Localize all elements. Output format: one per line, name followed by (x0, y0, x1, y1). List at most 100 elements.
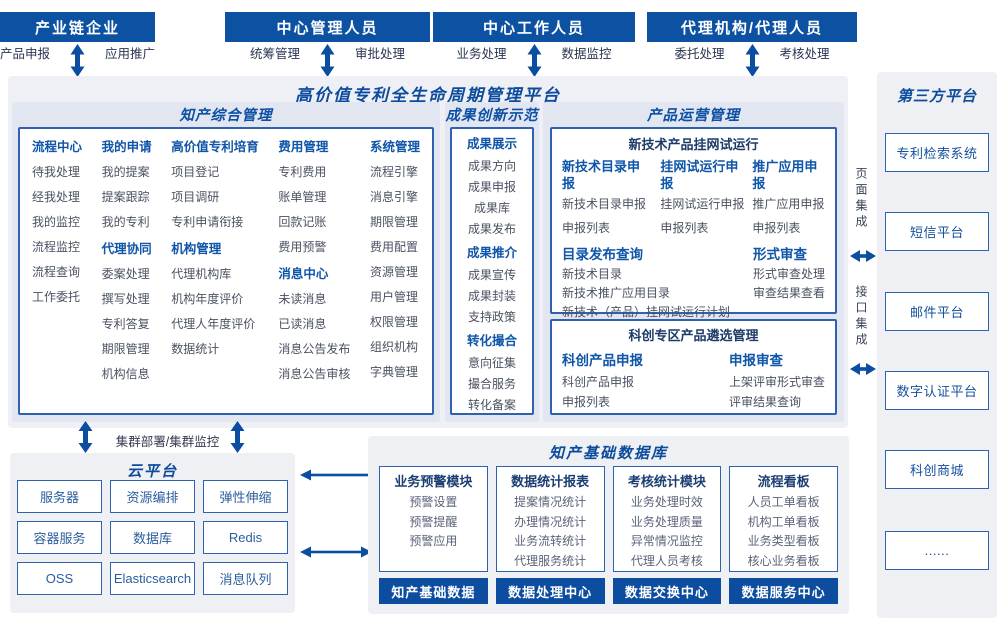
database-module-box: 数据统计报表 提案情况统计 办理情况统计 业务流转统计 代理服务统计 (495, 466, 605, 572)
third-party-title: 第三方平台 (896, 88, 977, 105)
actor-title-bar: 产业链企业 (0, 12, 156, 42)
actor-role-right: 审批处理 (355, 47, 406, 61)
menu-group-header: 费用管理 (278, 140, 329, 154)
menu-group-items: 我的提案 提案跟踪 我的专利 (102, 160, 152, 235)
menu-item: 审查结果查看 (752, 286, 825, 300)
menu-item: 办理情况统计 (514, 514, 587, 529)
menu-group-header: 推广应用申报 (752, 159, 818, 191)
menu-item: 科创产品申报 (562, 375, 635, 389)
cloud-service-box: 弹性伸缩 (203, 480, 288, 513)
menu-item: 字典管理 (369, 365, 418, 379)
cloud-service-grid: 服务器 资源编排 弹性伸缩 容器服务 数据库 Redis OSS Elastic… (17, 480, 288, 595)
menu-item: 机构年度评价 (171, 292, 244, 306)
menu-item: 新技术目录申报 (562, 197, 647, 211)
menu-item: 我的提案 (101, 165, 150, 179)
double-arrow-vertical-icon (527, 44, 541, 77)
menu-item: 费用预警 (278, 240, 327, 254)
menu-item: 申报列表 (752, 221, 801, 235)
menu-item: 未读消息 (278, 292, 327, 306)
menu-group: 消息中心 未读消息 已读消息 消息公告发布 (278, 262, 350, 387)
api-integration-label: 接口集成 (854, 285, 868, 349)
cluster-label: 集群部署/集群监控 (115, 435, 220, 449)
menu-item: 挂网试运行申报 (660, 197, 745, 211)
third-party-panel: 第三方平台 专利检索系统 短信平台 邮件平台 数字认证平台 科创商城 .....… (877, 72, 997, 618)
menu-item: 提案情况统计 (514, 495, 587, 509)
menu-item: 期限管理 (369, 215, 418, 229)
menu-group-items: 意向征集 撮合服务 转化备案 (454, 353, 530, 416)
menu-group-header: 申报审查 (728, 353, 783, 368)
menu-item: 专利申请衔接 (171, 215, 244, 229)
menu-item: 业务类型看板 (747, 534, 820, 548)
cloud-service-box: Redis (203, 521, 288, 554)
cloud-service-box: Elasticsearch (110, 562, 195, 595)
menu-item: 预警应用 (409, 534, 458, 548)
page-integration-label: 页面集成 (854, 167, 868, 231)
menu-group-items: 项目登记 项目调研 专利申请衔接 (171, 160, 259, 235)
menu-item: 成果方向 (467, 159, 516, 173)
arrow-left-icon (300, 469, 384, 481)
ip-database-panel: 知产基础数据库 业务预警模块 预警设置 预警提醒 预警应用 (368, 436, 849, 614)
panel-ip-management-title: 知产综合管理 (179, 108, 273, 124)
menu-group-header: 转化撮合 (466, 334, 517, 348)
menu-group-items: 科创产品申报 申报列表 (562, 372, 729, 412)
database-footer-box: 数据服务中心 (729, 578, 838, 604)
menu-item: 经我处理 (32, 190, 81, 204)
menu-item: 我的专利 (101, 215, 150, 229)
sci-columns: 科创产品申报 科创产品申报 申报列表 申报审查 (562, 349, 825, 412)
menu-item: 工作委托 (32, 290, 81, 304)
menu-group-items: 专利费用 账单管理 回款记账 费用预警 (278, 160, 350, 260)
menu-item: 账单管理 (278, 190, 327, 204)
actor-role-right: 数据监控 (561, 47, 612, 61)
third-party-system-box: 邮件平台 (885, 292, 989, 331)
menu-group-items: 挂网试运行申报 申报列表 (660, 192, 744, 240)
menu-group-header: 考核统计模块 (627, 474, 706, 489)
menu-item: 业务处理质量 (630, 514, 703, 529)
cloud-platform-panel: 云平台 服务器 资源编排 弹性伸缩 容器服务 数据库 Redis OSS Ela… (10, 453, 295, 613)
menu-column: 费用管理 专利费用 账单管理 回款记账 (278, 135, 350, 407)
menu-item: 核心业务看板 (747, 553, 820, 568)
menu-group-header: 我的申请 (101, 140, 152, 154)
menu-group-items: 未读消息 已读消息 消息公告发布 消息公告审核 (278, 287, 350, 387)
menu-item: 形式审查处理 (752, 267, 825, 281)
menu-item: 成果申报 (467, 180, 516, 194)
menu-item: 业务处理时效 (630, 495, 703, 509)
menu-item: 代理人年度评价 (171, 317, 256, 331)
menu-item: 流程引擎 (369, 165, 418, 179)
third-party-system-box: ...... (885, 531, 989, 570)
database-modules: 业务预警模块 预警设置 预警提醒 预警应用 知产基础数据 (379, 466, 838, 604)
actor-role-labels: 统筹管理 审批处理 (225, 44, 430, 77)
menu-item: 机构信息 (101, 367, 150, 381)
menu-group: 机构管理 代理机构库 机构年度评价 代理人年度评价 (171, 237, 259, 362)
menu-item: 成果发布 (467, 222, 516, 236)
actor-role-left: 业务处理 (456, 47, 507, 61)
menu-group-items: 成果方向 成果申报 成果库 成果发布 (454, 156, 530, 240)
actor-role-left: 统筹管理 (249, 47, 300, 61)
menu-group-header: 成果展示 (466, 137, 517, 151)
menu-group-header: 成果推介 (466, 246, 517, 260)
ip-management-box: 流程中心 待我处理 经我处理 我的监控 (18, 127, 434, 415)
menu-item: 流程监控 (32, 240, 81, 254)
menu-item: 意向征集 (467, 356, 516, 370)
menu-group-items: 委案处理 撰写处理 专利答复 期限管理 机构信息 (102, 262, 152, 387)
actor-group: 中心工作人员 业务处理 数据监控 (433, 12, 635, 77)
menu-group-header: 新技术目录申报 (562, 159, 641, 191)
menu-group: 科创产品申报 科创产品申报 申报列表 (562, 349, 729, 412)
menu-group-header: 代理协同 (101, 242, 152, 256)
third-party-system-box: 数字认证平台 (885, 371, 989, 410)
menu-item: 数据统计 (171, 342, 220, 356)
double-arrow-vertical-icon (230, 421, 245, 453)
database-footer-box: 数据处理中心 (495, 578, 605, 604)
platform-container: 高价值专利全生命周期管理平台 知产综合管理 流程中心 (8, 76, 848, 428)
menu-column: 高价值专利培育 项目登记 项目调研 专利申请衔接 (171, 135, 259, 407)
menu-item: 消息公告发布 (278, 342, 351, 356)
actor-role-right: 应用推广 (105, 47, 156, 61)
database-module-box: 考核统计模块 业务处理时效 业务处理质量 异常情况监控 代理人员考核 (612, 466, 722, 572)
cloud-service-box: 资源编排 (110, 480, 195, 513)
menu-column: 流程中心 待我处理 经我处理 我的监控 (32, 135, 82, 407)
cloud-service-box: 服务器 (17, 480, 102, 513)
menu-item: 组织机构 (369, 340, 418, 354)
menu-item: 回款记账 (278, 215, 327, 229)
menu-group-header: 流程中心 (32, 140, 83, 154)
trial-operation-title: 新技术产品挂网试运行 (628, 137, 759, 152)
